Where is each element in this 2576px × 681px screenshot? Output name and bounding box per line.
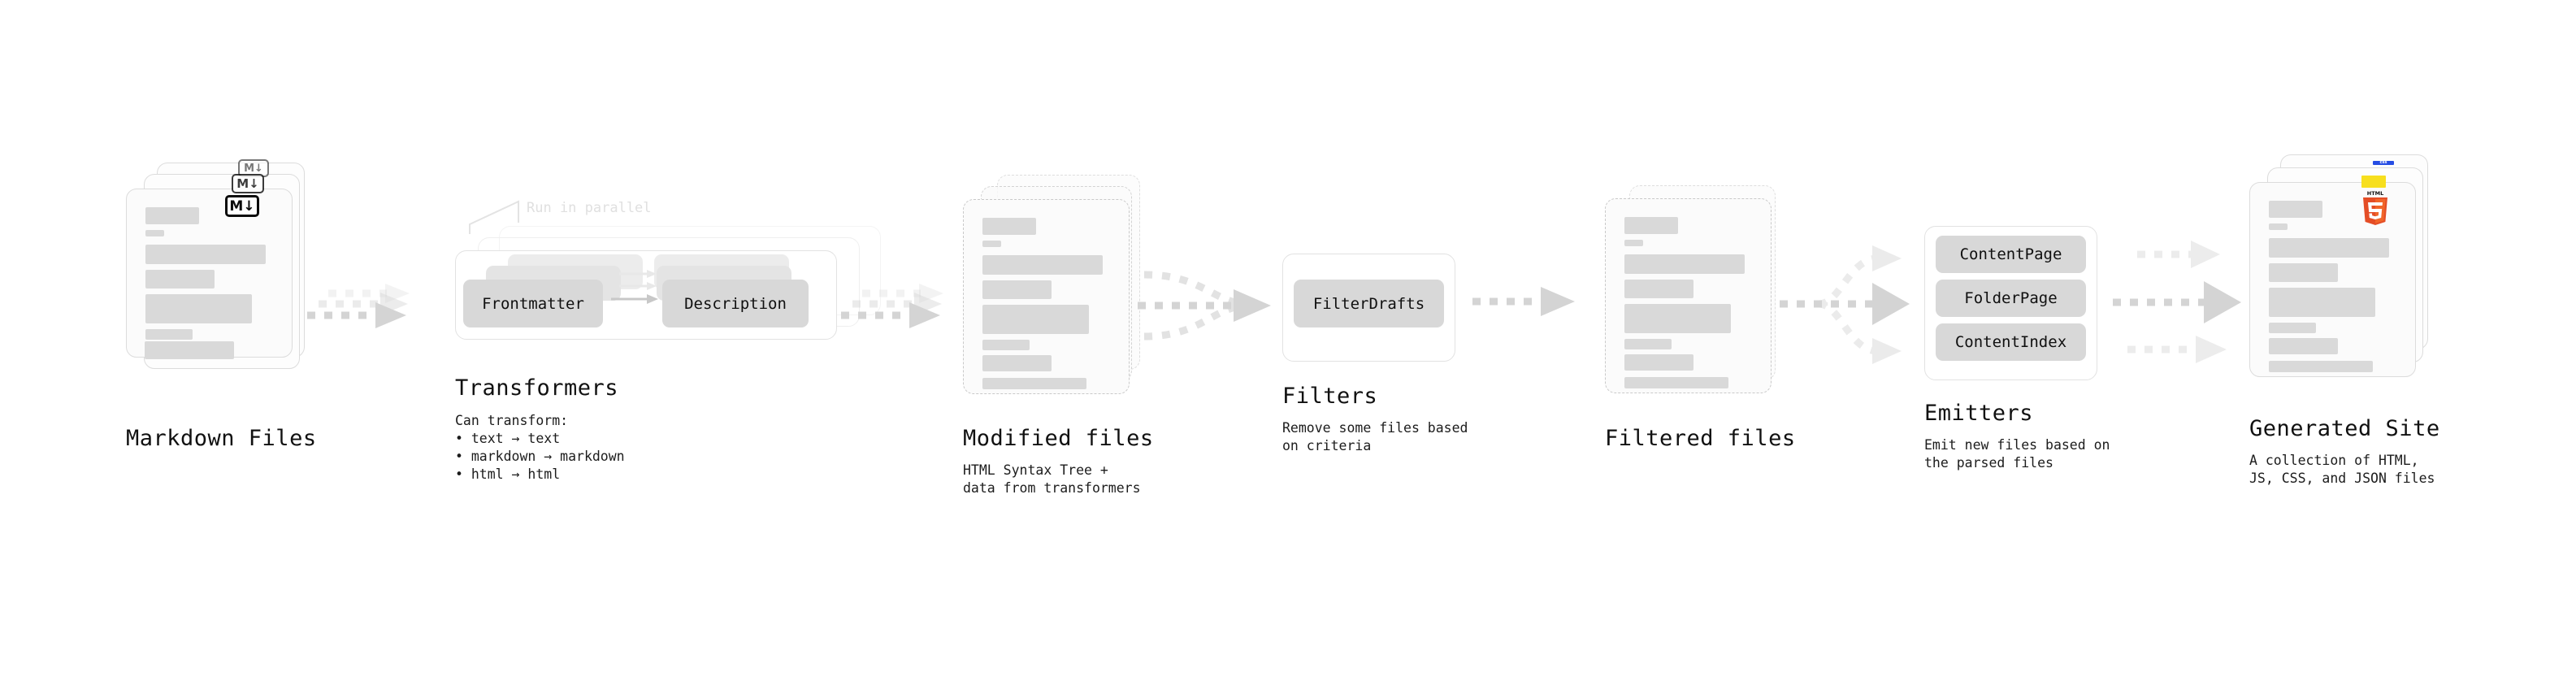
connector-markdown-to-transformers: [307, 284, 410, 328]
transformer-chip-label: Frontmatter: [482, 294, 584, 313]
skeleton-bar: [982, 241, 1001, 247]
modified-card-front: [963, 199, 1130, 394]
skeleton-bar: [982, 255, 1103, 275]
filter-chip-label: FilterDrafts: [1312, 294, 1425, 313]
transformer-chip-description[interactable]: Description: [662, 280, 809, 327]
skeleton-bar: [982, 280, 1052, 299]
skeleton-bar: [1624, 254, 1745, 274]
filtered-card-front: [1605, 198, 1772, 393]
skeleton-bar: [982, 378, 1086, 389]
svg-text:HTML: HTML: [2367, 190, 2383, 197]
connector-transformers-to-modified: [841, 284, 943, 328]
stage-title-markdown-files: Markdown Files: [126, 426, 317, 451]
stage-desc-modified-files: HTML Syntax Tree + data from transformer…: [963, 462, 1141, 496]
skeleton-bar: [2269, 288, 2375, 317]
skeleton-bar: [982, 305, 1089, 334]
css-badge: css: [2373, 160, 2394, 165]
markdown-badge-label: M↓: [229, 197, 255, 215]
stage-title-modified-files: Modified files: [963, 426, 1154, 451]
skeleton-bar: [982, 355, 1052, 371]
skeleton-bar: [145, 270, 215, 288]
site-card-front: [2249, 182, 2416, 377]
emitter-chip-folderpage[interactable]: FolderPage: [1936, 280, 2086, 317]
emitter-chip-label: ContentPage: [1959, 245, 2062, 263]
skeleton-bar: [1624, 377, 1728, 388]
skeleton-bar: [1624, 304, 1731, 333]
markdown-badge: M↓: [225, 195, 259, 217]
skeleton-bar: [982, 340, 1030, 350]
skeleton-bar: [2269, 263, 2338, 282]
skeleton-bar: [2269, 361, 2373, 372]
stage-title-transformers: Transformers: [455, 375, 619, 401]
html5-badge: HTML: [2363, 190, 2387, 225]
skeleton-bar: [1624, 339, 1672, 349]
transformers-inner-arrows: [611, 270, 658, 304]
transformer-chip-frontmatter[interactable]: Frontmatter: [463, 280, 603, 327]
connector-modified-to-filters: [1138, 271, 1271, 340]
skeleton-bar: [1624, 240, 1643, 246]
stage-desc-transformers: Can transform: • text → text • markdown …: [455, 413, 625, 482]
markdown-badge: M↓: [232, 174, 264, 193]
stage-title-emitters: Emitters: [1924, 401, 2034, 426]
skeleton-bar: [1624, 280, 1693, 298]
filter-chip-filterdrafts[interactable]: FilterDrafts: [1294, 280, 1444, 327]
skeleton-bar: [2269, 201, 2322, 218]
skeleton-bar: [2269, 338, 2338, 354]
markdown-card-front-overlay: [126, 189, 293, 358]
stage-title-generated-site: Generated Site: [2249, 416, 2440, 441]
skeleton-bar: [2269, 223, 2288, 230]
skeleton-bar: [145, 245, 266, 264]
skeleton-bar: [1624, 354, 1693, 371]
skeleton-bar: [2269, 323, 2316, 333]
markdown-badge-label: M↓: [244, 162, 263, 175]
markdown-badge-label: M↓: [236, 176, 259, 191]
stage-title-filters: Filters: [1282, 384, 1378, 409]
skeleton-bar: [145, 329, 193, 340]
javascript-badge: [2361, 176, 2386, 188]
connector-filtered-to-emitters: [1780, 245, 1910, 364]
skeleton-bar: [2269, 238, 2389, 258]
css-badge-label: css: [2379, 160, 2387, 165]
stage-desc-generated-site: A collection of HTML, JS, CSS, and JSON …: [2249, 453, 2435, 486]
run-in-parallel-bracket: [469, 200, 519, 234]
run-in-parallel-label: Run in parallel: [527, 200, 652, 216]
skeleton-bar: [145, 294, 252, 323]
stage-desc-filters: Remove some files based on criteria: [1282, 420, 1468, 453]
emitter-chip-label: FolderPage: [1964, 289, 2058, 307]
skeleton-bar: [1624, 217, 1678, 234]
connector-filters-to-filtered: [1472, 287, 1575, 316]
emitter-chip-label: ContentIndex: [1954, 333, 2067, 351]
transformer-chip-label: Description: [684, 294, 787, 313]
connector-emitters-to-site: [2113, 241, 2241, 363]
emitter-chip-contentpage[interactable]: ContentPage: [1936, 236, 2086, 273]
skeleton-bar: [145, 230, 164, 236]
skeleton-bar: [982, 218, 1036, 235]
stage-desc-emitters: Emit new files based on the parsed files: [1924, 437, 2110, 471]
skeleton-bar: [145, 207, 199, 224]
emitter-chip-contentindex[interactable]: ContentIndex: [1936, 323, 2086, 361]
stage-title-filtered-files: Filtered files: [1605, 426, 1796, 451]
